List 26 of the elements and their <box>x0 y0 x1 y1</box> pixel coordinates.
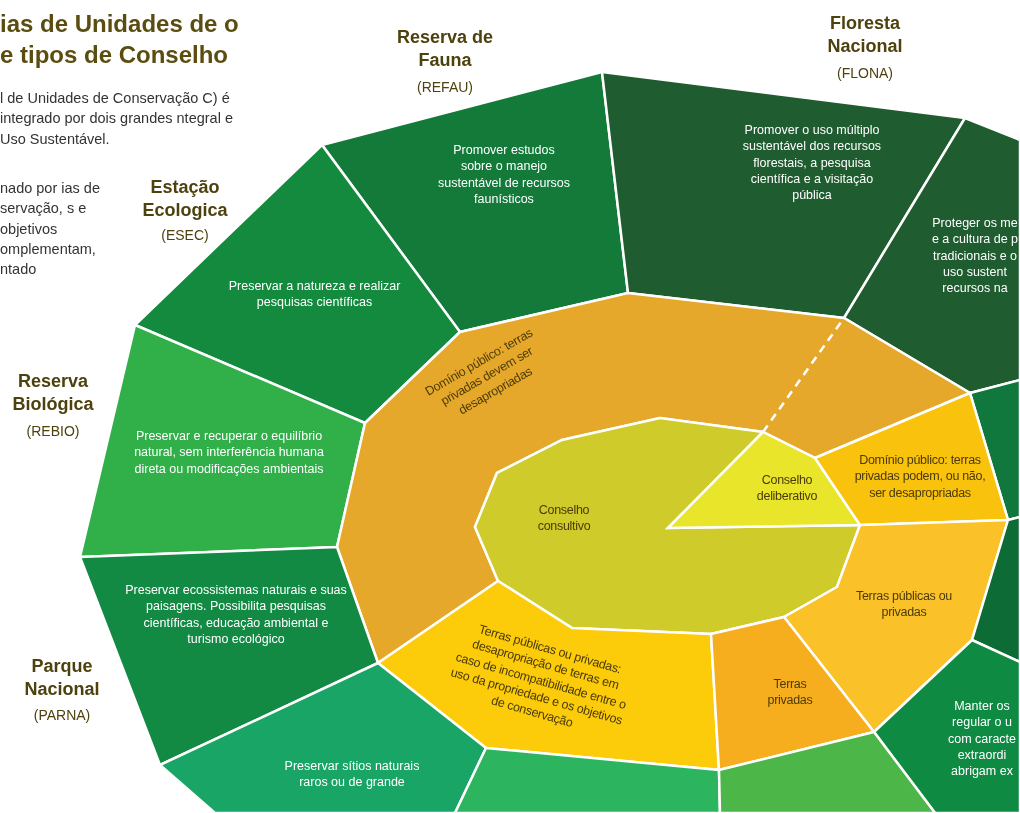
sector-text: Promover o uso múltiplo sustentável dos recursos florestais, a pesquisa científica e a visitação pública <box>742 122 882 204</box>
sector-text: Preservar e recuperar o equilíbrio natural, sem interferência humana direta ou modificações ambientais <box>133 428 325 477</box>
sector-text: Promover estudos sobre o manejo sustentável de recursos faunísticos <box>438 142 570 207</box>
intro-text: l de Unidades de Conservação C) é integrado por dois grandes ntegral e Uso Sustentável. <box>0 89 234 149</box>
unit-name: Parque Nacional <box>23 655 101 700</box>
unit-name: Reserva de Fauna <box>395 26 495 71</box>
sector-text: Preservar ecossistemas naturais e suas paisagens. Possibilita pesquisas científicas, educação ambiental e turismo ecológico <box>124 582 348 647</box>
unit-abbreviation: (REBIO) <box>25 422 81 441</box>
sector-text: Terras públicas ou privadas <box>854 588 953 621</box>
unit-abbreviation: (REFAU) <box>416 78 474 97</box>
unit-name: Floresta Nacional <box>826 12 904 57</box>
title: ias de Unidades de o e tipos de Conselho <box>0 9 240 71</box>
unit-abbreviation: (PARNA) <box>32 706 92 725</box>
sector-text: Preservar a natureza e realizar pesquisas científicas <box>227 278 402 311</box>
unit-name: Reserva Biológica <box>11 370 95 415</box>
unit-name: Estação Ecologica <box>141 176 229 221</box>
sector-text: Preservar sítios naturais raros ou de grande <box>283 758 421 791</box>
sector-text: Conselho consultivo <box>536 502 592 535</box>
sector-text: Domínio público: terras privadas podem, ou não, ser desapropriadas <box>853 452 987 501</box>
sector-text: Proteger os me e a cultura de p tradicionais e o uso sustent recursos na <box>930 215 1020 297</box>
sector-text: Manter os regular o u com caracte extraordi abrigam ex <box>946 698 1018 780</box>
unit-abbreviation: (FLONA) <box>836 64 894 83</box>
sector-text: Conselho deliberativo <box>755 472 819 505</box>
unit-abbreviation: (ESEC) <box>160 226 210 245</box>
sector-text: Terras privadas <box>766 676 814 709</box>
intro-text: nado por ias de servação, s e objetivos omplementam, ntado <box>0 179 101 280</box>
